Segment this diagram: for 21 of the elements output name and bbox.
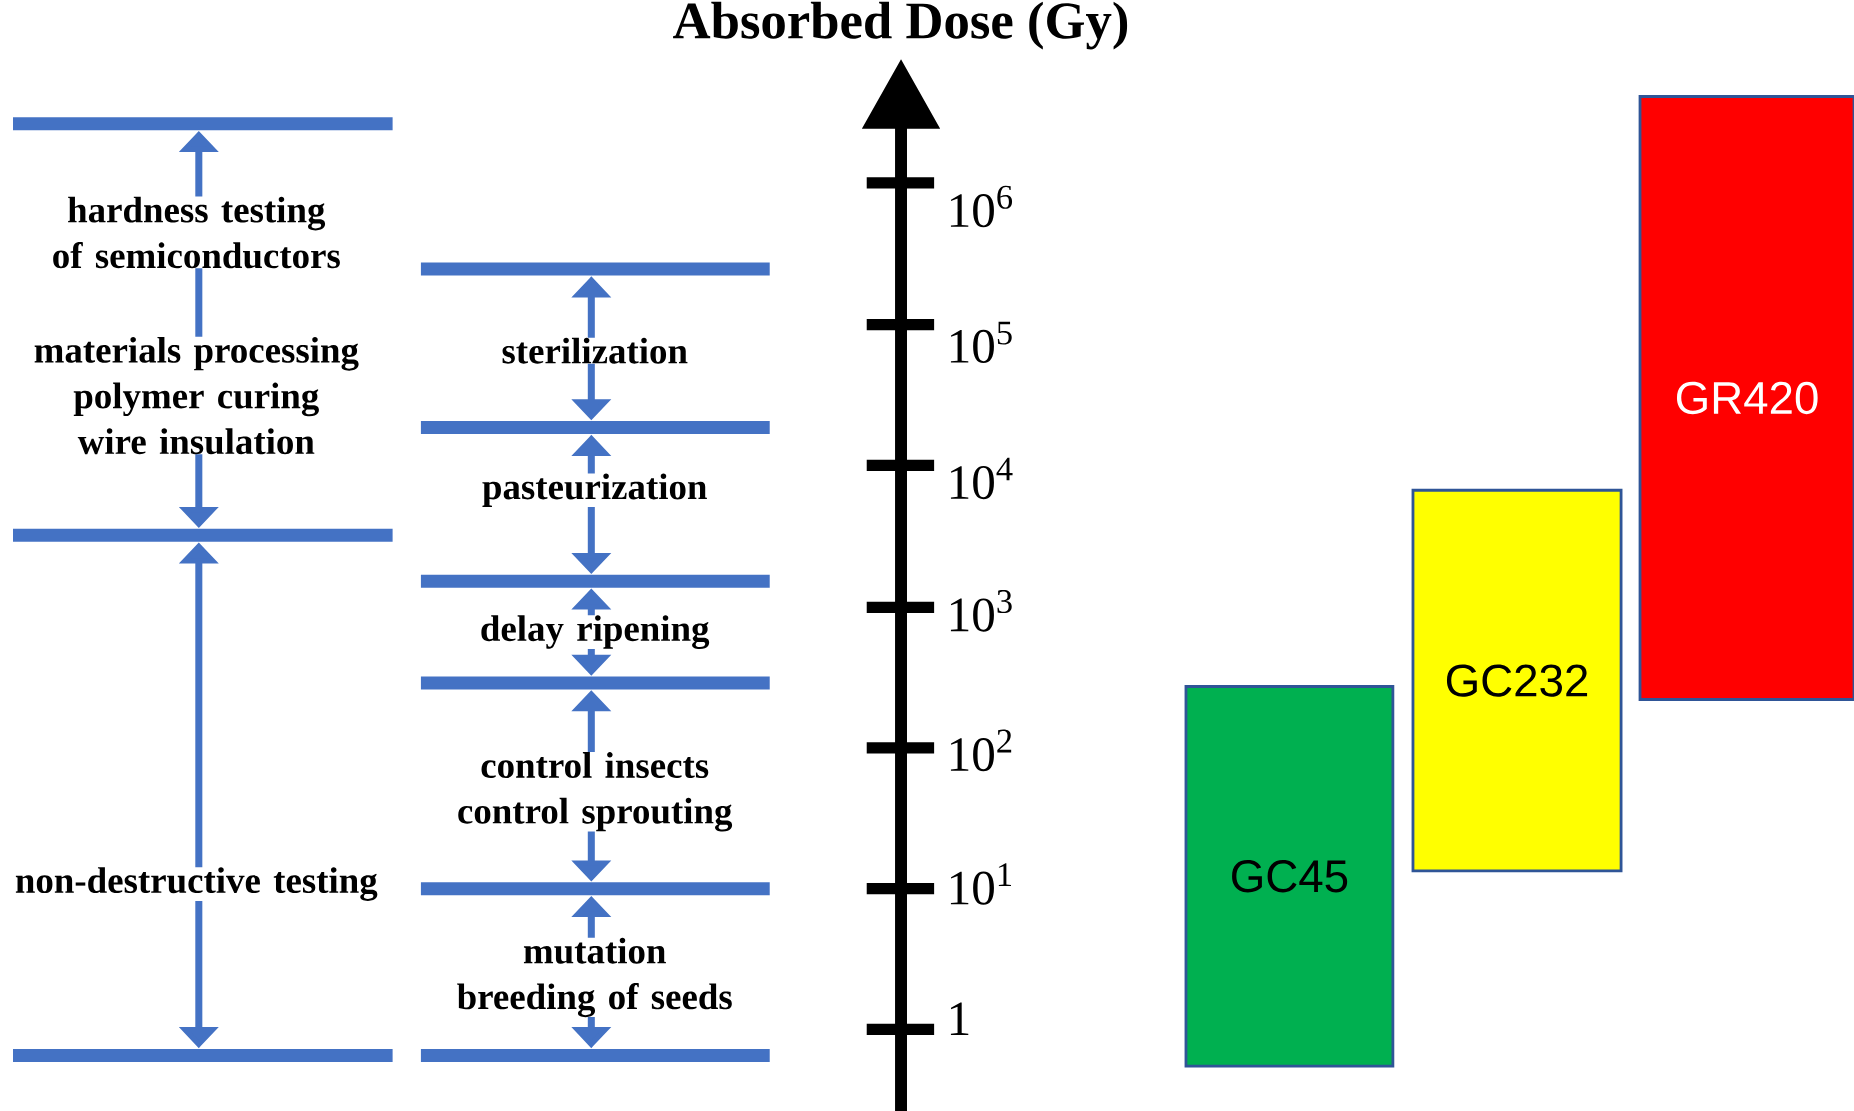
bar	[13, 1048, 393, 1062]
edge-label: non-destructive testing	[15, 867, 378, 901]
axis-title: Absorbed Dose (Gy)	[673, 1, 1128, 50]
tick-label: 10$^{2}$	[950, 729, 1012, 772]
tick-label: 10$^{5}$	[950, 321, 1012, 364]
tick-label: 10$^{6}$	[950, 185, 1013, 228]
tick-label: 1	[950, 1002, 969, 1036]
sample-box: GC232	[1411, 488, 1623, 873]
edge-label: control insects control sprouting	[458, 752, 733, 832]
edge-label: delay ripening	[481, 615, 710, 649]
edge-label: pasteurization	[482, 473, 707, 507]
edge-label: sterilization	[502, 337, 688, 364]
sample-box: GR420	[1638, 95, 1854, 701]
edge-label: mutation breeding of seeds	[457, 937, 732, 1018]
sample-box: GC45	[1184, 685, 1395, 1068]
tick-label: 10$^{1}$	[950, 863, 1011, 905]
tick-label: 10$^{3}$	[950, 589, 1012, 632]
bar	[420, 1048, 770, 1062]
tick-label: 10$^{4}$	[950, 457, 1013, 500]
application-label: materials processing polymer curing wire insulation	[34, 336, 359, 455]
edge-label: hardness testing of semiconductors	[53, 196, 340, 269]
